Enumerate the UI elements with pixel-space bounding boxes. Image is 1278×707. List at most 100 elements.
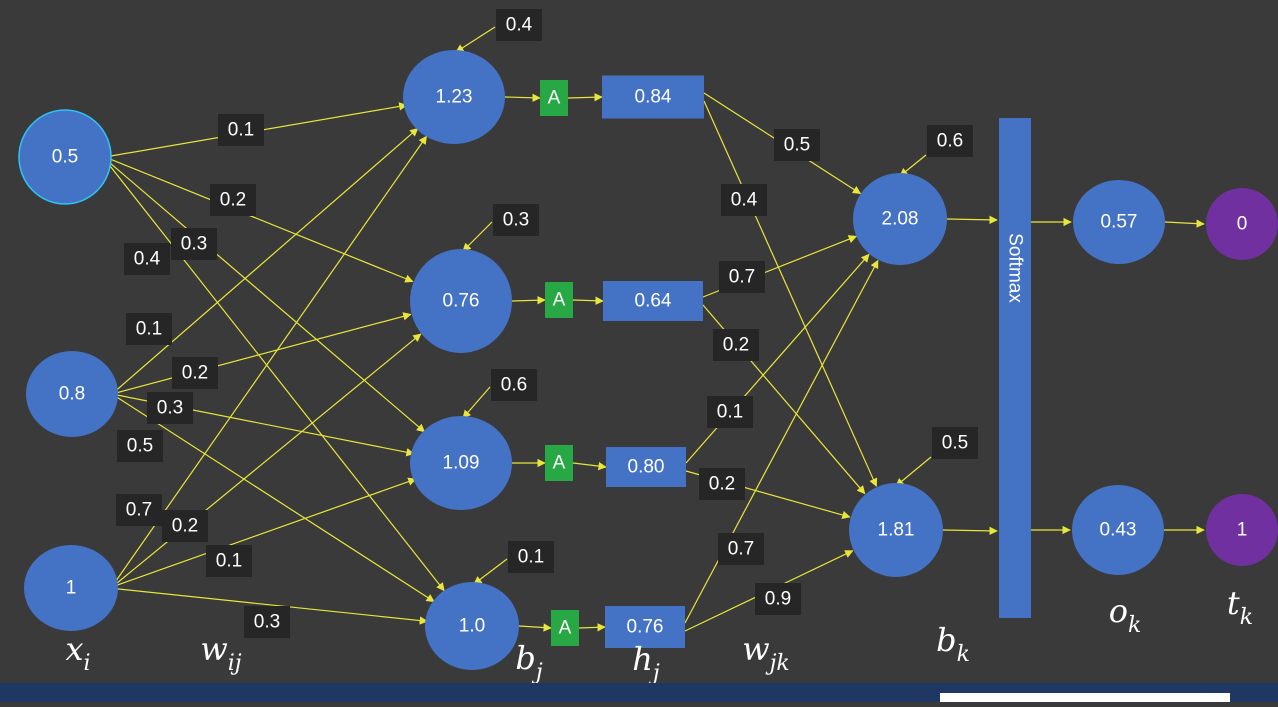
edge-act2-out — [572, 461, 607, 471]
weight-jk-2-1: 0.2 — [699, 468, 745, 500]
weight-ij-0-0: 0.1 — [218, 114, 264, 146]
column-label-t-k: tk — [1227, 584, 1253, 630]
weight-ij-0-3: 0.4 — [124, 243, 170, 275]
edge-x0-h2 — [102, 156, 426, 433]
hidden-out-box-1-text: 0.64 — [635, 291, 672, 312]
column-label-w-ij: wij — [200, 630, 241, 676]
weight-ij-1-3-bg — [117, 430, 163, 462]
hidden-neuron-2 — [410, 416, 512, 510]
output-pre-value-0: 2.08 — [882, 209, 919, 230]
input-neuron-0 — [18, 109, 112, 205]
column-label-x-base: x — [65, 630, 83, 668]
weight-jk-0-0-bg — [774, 129, 820, 161]
weight-jk-0-1-text: 0.4 — [731, 190, 758, 211]
weight-jk-2-0: 0.1 — [707, 396, 753, 428]
weight-jk-3-1-text: 0.9 — [765, 589, 791, 610]
column-label-w-jk: wjk — [742, 630, 790, 676]
column-label-b-k-base: b — [936, 621, 956, 659]
hidden-bias-1: 0.3 — [493, 204, 539, 236]
edge-o1-softmax — [942, 526, 998, 536]
column-label-w-ij-base: w — [200, 630, 227, 668]
hidden-out-box-3-text: 0.76 — [627, 617, 664, 638]
weight-ij-2-3-bg — [244, 606, 290, 638]
hidden-neuron-1 — [410, 249, 512, 353]
weight-jk-2-0-text: 0.1 — [717, 402, 743, 423]
output-pre-neuron-1 — [849, 483, 943, 577]
column-label-x-sub: i — [84, 651, 91, 676]
hidden-bias-0: 0.4 — [496, 9, 542, 41]
weight-ij-0-3-bg — [124, 243, 170, 275]
weight-ij-1-1: 0.2 — [172, 357, 218, 389]
weight-ij-2-3: 0.3 — [244, 606, 290, 638]
edge-x1-h3 — [111, 393, 435, 603]
weight-jk-0-0-text: 0.5 — [784, 135, 810, 156]
weight-ij-1-3-text: 0.5 — [127, 436, 153, 457]
softmax-label: Softmax — [1005, 233, 1026, 303]
column-label-o-k-sub: k — [1128, 613, 1141, 638]
weight-jk-1-1-text: 0.2 — [723, 335, 749, 356]
column-label-b-j: bj — [515, 639, 542, 685]
input-neuron-2 — [24, 545, 118, 631]
output-bias-0-text: 0.6 — [937, 131, 963, 152]
edge-x1-h0 — [111, 127, 419, 395]
input-value-1: 0.8 — [59, 384, 85, 405]
edge-act3-out — [578, 623, 606, 632]
hidden-out-box-2-text: 0.80 — [628, 457, 665, 478]
hidden-pre-value-1: 0.76 — [443, 291, 480, 312]
weight-ij-0-2-bg — [171, 228, 217, 260]
column-label-b-k-sub: k — [957, 642, 970, 667]
weight-jk-0-1: 0.4 — [721, 184, 767, 216]
edge-act1-out — [572, 296, 604, 305]
weight-ij-1-3: 0.5 — [117, 430, 163, 462]
hidden-bias-2: 0.6 — [491, 369, 537, 401]
weight-ij-2-0-text: 0.7 — [126, 500, 152, 521]
weight-jk-2-1-text: 0.2 — [709, 474, 735, 495]
edge-ho3-o0 — [684, 259, 879, 624]
hidden-out-box-3: 0.76 — [605, 606, 685, 648]
activation-box-0-text: A — [548, 88, 561, 109]
weight-jk-1-0-text: 0.7 — [729, 267, 755, 288]
hidden-out-box-1: 0.64 — [603, 281, 703, 321]
hidden-bias-2-bg — [491, 369, 537, 401]
weight-ij-2-1: 0.2 — [162, 510, 208, 542]
edge-ho2-o0 — [685, 253, 870, 464]
footer-strip — [940, 693, 1230, 702]
hidden-neuron-3 — [425, 582, 519, 670]
shapes-layer: 0.50.811.230.761.091.0AAAA0.840.640.800.… — [18, 50, 1278, 670]
weight-ij-1-0-text: 0.1 — [136, 319, 162, 340]
column-label-b-k: bk — [936, 621, 970, 667]
weight-ij-0-1-bg — [210, 184, 256, 216]
bias-arrow-o0 — [899, 154, 927, 177]
activation-box-3-text: A — [559, 618, 572, 639]
weight-jk-1-0: 0.7 — [719, 261, 765, 293]
activation-box-2-bg — [545, 445, 573, 481]
weight-jk-3-0-bg — [718, 533, 764, 565]
column-label-b-j-base: b — [515, 639, 535, 677]
output-bias-1: 0.5 — [932, 427, 978, 459]
weight-ij-2-2-text: 0.1 — [216, 551, 242, 572]
column-label-w-jk-sub: jk — [765, 651, 790, 676]
edge-x0-h3 — [102, 156, 445, 592]
weight-ij-2-1-bg — [162, 510, 208, 542]
hidden-bias-1-bg — [493, 204, 539, 236]
output-neuron-1 — [1072, 485, 1164, 575]
column-label-w-jk-base: w — [742, 630, 769, 668]
edge-x1-h1 — [111, 312, 412, 395]
column-label-h-j-base: h — [632, 640, 653, 678]
edge-x2-h1 — [110, 333, 422, 589]
activation-box-1-bg — [545, 282, 573, 318]
weight-ij-0-1-text: 0.2 — [220, 190, 246, 211]
weight-ij-0-0-text: 0.1 — [228, 120, 254, 141]
weight-ij-0-0-bg — [218, 114, 264, 146]
activation-box-0: A — [540, 80, 568, 116]
bias-arrow-h1 — [462, 221, 493, 252]
edge-h1-act — [511, 296, 546, 305]
output-value-0: 0.57 — [1101, 212, 1138, 233]
weight-ij-1-1-text: 0.2 — [182, 363, 208, 384]
output-bias-0: 0.6 — [927, 125, 973, 157]
activation-box-3: A — [551, 610, 579, 646]
weight-ij-1-0-bg — [126, 313, 172, 345]
weight-ij-1-2: 0.3 — [147, 392, 193, 424]
column-label-t-k-base: t — [1227, 584, 1240, 622]
